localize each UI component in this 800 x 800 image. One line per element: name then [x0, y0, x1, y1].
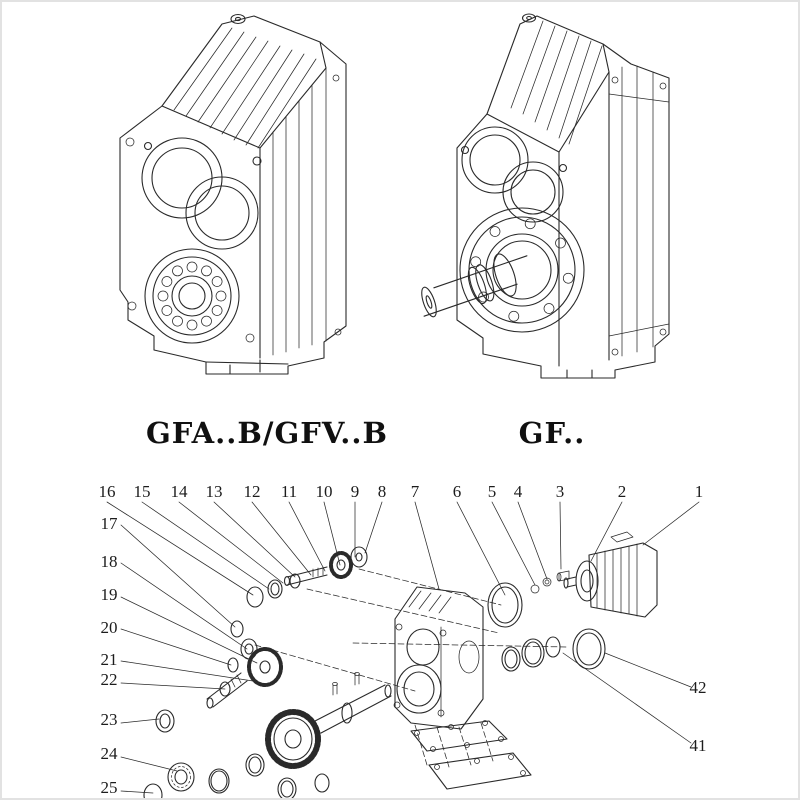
- callout-number-21: 21: [101, 650, 118, 669]
- callout-number-11: 11: [281, 482, 297, 501]
- gearbox-drawing-gfab: [119, 13, 347, 375]
- bearing-and-rings: [143, 709, 330, 798]
- gearbox-drawing-gf: [421, 13, 670, 379]
- callout-number-13: 13: [206, 482, 223, 501]
- output-gear-and-shaft: [265, 672, 392, 769]
- callout-number-4: 4: [514, 482, 523, 501]
- input-shaft-cluster: [246, 546, 368, 608]
- gear-bores: [141, 137, 262, 250]
- cooling-fins: [510, 20, 603, 145]
- model-label-gfab: GFA..B/GFV..B: [146, 416, 388, 450]
- callout-number-6: 6: [453, 482, 462, 501]
- output-flange: [459, 207, 585, 333]
- housing-outline: [119, 15, 347, 375]
- gear-bores: [460, 126, 568, 223]
- housing-bolts: [125, 137, 255, 343]
- exploded-view-diagram: 1615141312111098765432117181920212223242…: [99, 482, 707, 798]
- callout-number-17: 17: [101, 514, 119, 533]
- construction-lines: [254, 568, 568, 768]
- callout-number-18: 18: [101, 552, 118, 571]
- callout-number-12: 12: [244, 482, 261, 501]
- callout-number-3: 3: [556, 482, 565, 501]
- callout-number-7: 7: [411, 482, 420, 501]
- callout-number-14: 14: [171, 482, 189, 501]
- callout-number-15: 15: [134, 482, 151, 501]
- callout-number-1: 1: [695, 482, 704, 501]
- callout-number-8: 8: [378, 482, 387, 501]
- intermediate-gear-cluster: [206, 620, 283, 709]
- side-ribs: [272, 67, 342, 356]
- output-bearing: [144, 248, 240, 344]
- callout-number-23: 23: [101, 710, 118, 729]
- model-label-gf: GF..: [518, 416, 586, 450]
- filler-plug: [521, 13, 537, 23]
- leader-lines: [106, 501, 700, 794]
- side-ribs: [608, 65, 670, 357]
- housing-outline: [456, 15, 670, 379]
- callout-number-41: 41: [690, 736, 707, 755]
- callout-number-2: 2: [618, 482, 627, 501]
- right-side-rings: [501, 628, 606, 672]
- gasket-and-cover: [410, 720, 532, 790]
- callout-number-10: 10: [316, 482, 333, 501]
- callout-number-20: 20: [101, 618, 118, 637]
- callout-number-24: 24: [101, 744, 119, 763]
- callout-number-42: 42: [690, 678, 707, 697]
- callout-number-22: 22: [101, 670, 118, 689]
- callout-number-19: 19: [101, 585, 118, 604]
- callout-number-16: 16: [99, 482, 116, 501]
- filler-plug: [230, 13, 246, 25]
- cooling-fins: [173, 27, 317, 149]
- motor: [563, 531, 658, 618]
- callout-number-5: 5: [488, 482, 497, 501]
- callout-number-25: 25: [101, 778, 118, 797]
- gear-housing: [393, 586, 484, 730]
- callout-number-9: 9: [351, 482, 360, 501]
- motor-adapter-parts: [487, 570, 570, 628]
- output-shaft: [421, 253, 528, 318]
